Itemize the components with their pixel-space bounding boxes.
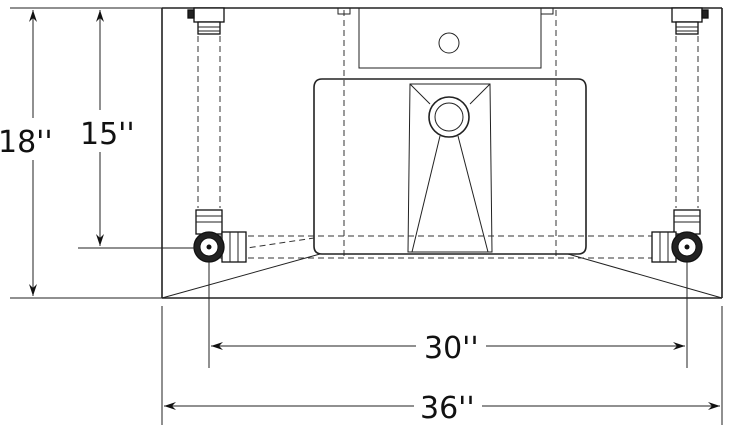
label-overall-height: 18'' bbox=[0, 125, 53, 160]
label-valve-spacing: 30'' bbox=[424, 331, 479, 366]
dimension-drain-height: 15'' bbox=[78, 10, 196, 249]
top-right-fitting bbox=[671, 7, 709, 35]
bottom-right-valve bbox=[651, 209, 703, 263]
top-left-fitting bbox=[187, 7, 225, 35]
cabinet-outline bbox=[161, 7, 723, 299]
faucet-box bbox=[337, 7, 557, 256]
dimension-valve-spacing: 30'' bbox=[208, 262, 688, 368]
dimension-overall-height: 18'' bbox=[0, 7, 162, 299]
bottom-left-valve bbox=[193, 209, 247, 263]
supply-lines bbox=[197, 36, 699, 259]
dimension-overall-width: 36'' bbox=[161, 306, 723, 426]
sink-basin bbox=[313, 78, 587, 255]
label-overall-width: 36'' bbox=[420, 391, 475, 426]
label-drain-height: 15'' bbox=[80, 117, 135, 152]
